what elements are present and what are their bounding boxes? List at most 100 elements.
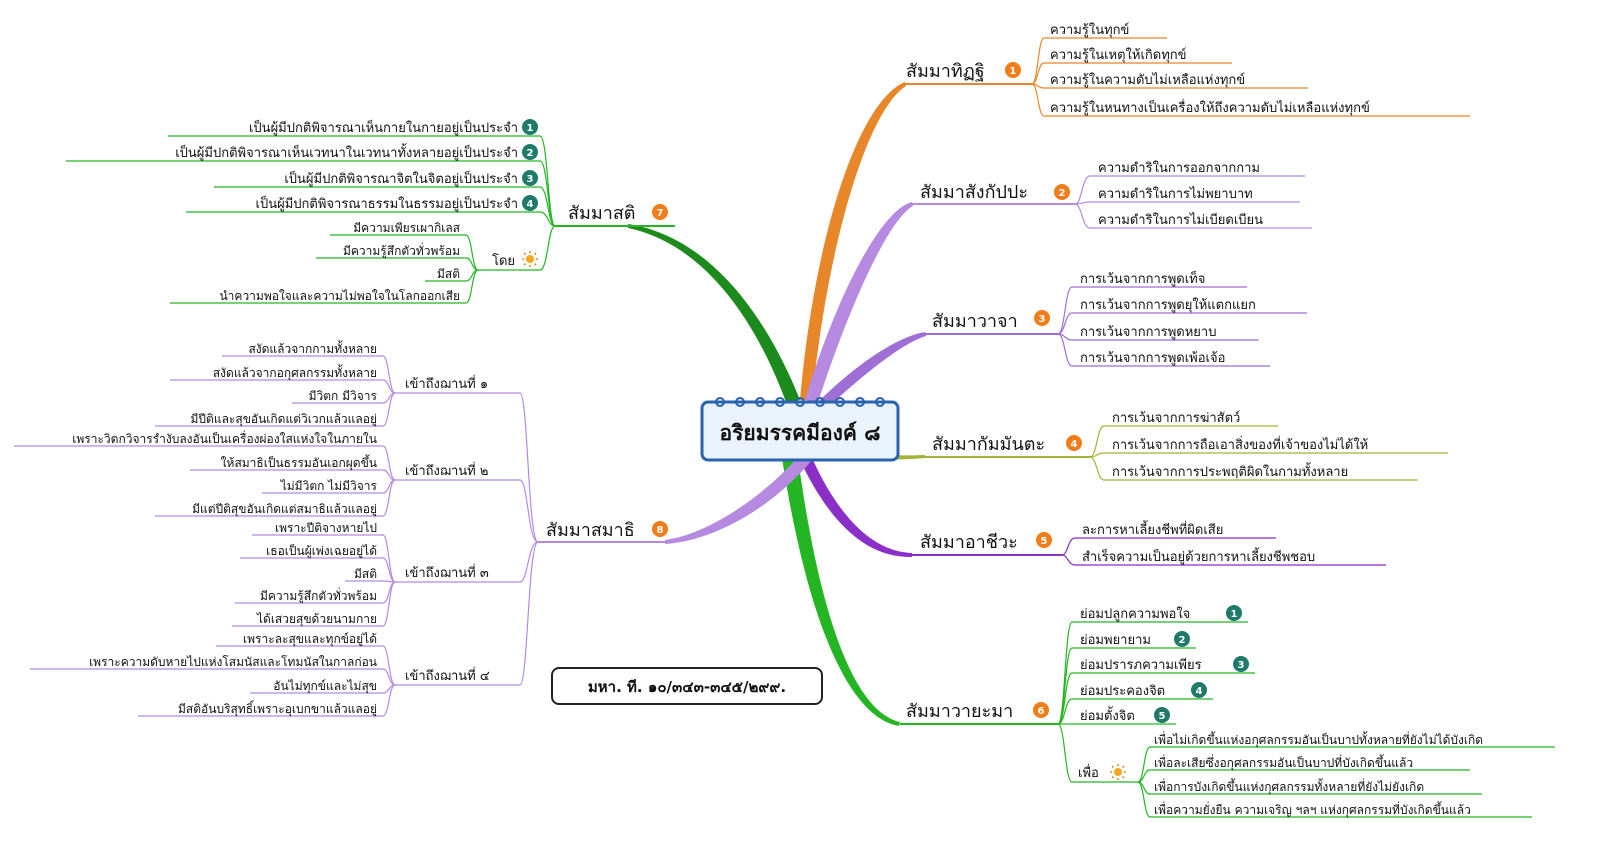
branch-b8-connector <box>665 455 812 544</box>
b6-leaf-1[interactable]: ย่อมพยายาม <box>1080 633 1151 648</box>
b6-leaf-2-badge-icon <box>1233 656 1249 672</box>
branch-b1-connector <box>800 82 906 400</box>
b3-leaf-1[interactable]: การเว้นจากการพูดยุให้แตกแยก <box>1080 297 1256 313</box>
b5-leaf-0[interactable]: ละการหาเลี้ยงชีพที่ผิดเสีย <box>1082 520 1223 538</box>
b1-leaf-0[interactable]: ความรู้ในทุกข์ <box>1050 22 1129 38</box>
b3-leaf-0[interactable]: การเว้นจากการพูดเท็จ <box>1080 269 1205 287</box>
b6-sub-leaf-3[interactable]: เพื่อความยั่งยืน ความเจริญ ฯลฯ แห่งกุศลก… <box>1154 801 1471 818</box>
b6-leaf-1-badge-icon <box>1174 631 1190 647</box>
branch-b1[interactable]: สัมมาทิฏฐิ 1 ความรู้ในทุกข์ ความรู้ในเหต… <box>905 22 1470 117</box>
b6-leaf-2[interactable]: ย่อมปรารภความเพียร <box>1080 657 1202 673</box>
b8-sub-2-leaf-3[interactable]: มีความรู้สึกตัวทั่วพร้อม <box>260 587 377 604</box>
badge-7-icon <box>652 204 668 220</box>
b4-leaf-1[interactable]: การเว้นจากการถือเอาสิ่งของที่เจ้าของไม่ไ… <box>1112 436 1368 453</box>
b6-leaf-3[interactable]: ย่อมประคองจิต <box>1080 684 1165 699</box>
b1-leaf-3[interactable]: ความรู้ในหนทางเป็นเครื่องให้ถึงความดับไม… <box>1050 98 1370 116</box>
badge-2-icon <box>1054 184 1070 200</box>
b3-leaf-2[interactable]: การเว้นจากการพูดหยาบ <box>1080 325 1216 340</box>
badge-1-icon <box>1005 62 1021 78</box>
b7-sub-leaf-0[interactable]: มีความเพียรเผากิเลส <box>353 221 460 235</box>
b8-sub-0-leaf-0[interactable]: สงัดแล้วจากกามทั้งหลาย <box>248 340 377 356</box>
b8-sub-3-leaf-1[interactable]: เพราะความดับหายไปแห่งโสมนัสและโทมนัสในกา… <box>89 655 377 669</box>
sun-icon <box>1110 764 1126 780</box>
b8-sub-1-leaf-3[interactable]: มีแต่ปีติสุขอันเกิดแต่สมาธิแล้วแลอยู่ <box>192 502 377 517</box>
branch-b3[interactable]: สัมมาวาจา 3 การเว้นจากการพูดเท็จ การเว้น… <box>925 269 1307 367</box>
b7-sub-label[interactable]: โดย <box>492 253 515 269</box>
branch-b7-connector <box>628 224 800 402</box>
branch-b1-label: สัมมาทิฏฐิ <box>906 61 985 82</box>
b6-leaf-4-num: 5 <box>1159 711 1166 722</box>
b7-sub-leaf-3[interactable]: นำความพอใจและความไม่พอใจในโลกออกเสีย <box>219 289 460 303</box>
b8-sub-2-label[interactable]: เข้าถึงฌานที่ ๓ <box>405 564 489 581</box>
b8-sub-3-leaf-3[interactable]: มีสติอันบริสุทธิ์เพราะอุเบกขาแล้วแลอยู่ <box>178 700 377 717</box>
b8-sub-0-label[interactable]: เข้าถึงฌานที่ ๑ <box>405 375 488 392</box>
branch-b2-num: 2 <box>1059 188 1066 199</box>
branch-b4[interactable]: สัมมากัมมันตะ 4 การเว้นจากการฆ่าสัตว์ กา… <box>925 410 1448 481</box>
branch-b2[interactable]: สัมมาสังกัปปะ 2 ความดำริในการออกจากกาม ค… <box>912 160 1312 229</box>
b6-leaf-4-badge-icon <box>1154 707 1170 723</box>
b3-leaf-3[interactable]: การเว้นจากการพูดเพ้อเจ้อ <box>1080 351 1225 366</box>
b7-leaf-2-badge-icon <box>522 170 538 186</box>
b6-leaf-1-num: 2 <box>1179 635 1186 646</box>
b7-leaf-1-num: 2 <box>527 148 534 159</box>
branch-b8[interactable]: สัมมาสมาธิ 8 เข้าถึงฌานที่ ๑ สงัดแล้วจาก… <box>14 340 668 717</box>
b8-sub-2-leaf-1[interactable]: เธอเป็นผู้เพ่งเฉยอยู่ได้ <box>266 543 377 559</box>
branch-b4-num: 4 <box>1071 439 1078 450</box>
b6-sub-leaf-2[interactable]: เพื่อการบังเกิดขึ้นแห่งกุศลกรรมทั้งหลายท… <box>1154 778 1424 795</box>
b8-sub-1-leaf-1[interactable]: ให้สมาธิเป็นธรรมอันเอกผุดขึ้น <box>221 454 377 471</box>
branch-b3-connector <box>815 332 926 410</box>
b6-leaf-4[interactable]: ย่อมตั้งจิต <box>1080 706 1135 724</box>
branch-b6-connector <box>782 458 900 726</box>
branch-b7[interactable]: สัมมาสติ 7 เป็นผู้มีปกติพิจารณาเห็นกายใน… <box>66 118 675 304</box>
b6-sub-leaf-0[interactable]: เพื่อไม่เกิดขึ้นแห่งอกุศลกรรมอันเป็นบาปท… <box>1154 731 1483 748</box>
b5-leaf-1[interactable]: สำเร็จความเป็นอยู่ด้วยการหาเลี้ยงชีพชอบ <box>1082 547 1315 565</box>
b6-leaf-3-badge-icon <box>1191 682 1207 698</box>
b7-leaf-3[interactable]: เป็นผู้มีปกติพิจารณาธรรมในธรรมอยู่เป็นปร… <box>256 194 518 212</box>
b8-sub-0-leaf-3[interactable]: มีปีติและสุขอันเกิดแต่วิเวกแล้วแลอยู่ <box>191 412 377 427</box>
b8-sub-2-leaf-0[interactable]: เพราะปีติจางหายไป <box>275 521 377 535</box>
b7-leaf-2[interactable]: เป็นผู้มีปกติพิจารณาจิตในจิตอยู่เป็นประจ… <box>284 169 518 187</box>
b6-sub-label[interactable]: เพื่อ <box>1078 764 1099 781</box>
b7-sub-leaf-2[interactable]: มีสติ <box>437 267 460 281</box>
branch-b5-label: สัมมาอาชีวะ <box>920 532 1018 553</box>
center-title: อริยมรรคมีองค์ ๘ <box>720 421 881 445</box>
b2-leaf-1[interactable]: ความดำริในการไม่พยาบาท <box>1098 186 1253 202</box>
badge-4-icon <box>1066 435 1082 451</box>
b6-leaf-0[interactable]: ย่อมปลูกความพอใจ <box>1080 606 1190 622</box>
branch-b6-num: 6 <box>1038 706 1045 717</box>
branch-b3-label: สัมมาวาจา <box>932 311 1018 332</box>
badge-8-icon <box>652 521 668 537</box>
b8-sub-2-leaf-4[interactable]: ได้เสวยสุขด้วยนามกาย <box>256 612 377 627</box>
branch-b7-num: 7 <box>657 208 664 219</box>
b4-leaf-2[interactable]: การเว้นจากการประพฤติผิดในกามทั้งหลาย <box>1112 462 1348 480</box>
b7-leaf-3-badge-icon <box>522 195 538 211</box>
b6-sub-leaf-1[interactable]: เพื่อละเสียซึ่งอกุศลกรรมอันเป็นบาปที่บัง… <box>1154 754 1413 771</box>
b7-sub-leaf-1[interactable]: มีความรู้สึกตัวทั่วพร้อม <box>343 242 460 259</box>
b8-sub-3-leaf-0[interactable]: เพราะละสุขและทุกข์อยู่ได้ <box>243 632 377 647</box>
b2-leaf-0[interactable]: ความดำริในการออกจากกาม <box>1098 160 1260 176</box>
b7-leaf-1[interactable]: เป็นผู้มีปกติพิจารณาเห็นเวทนาในเวทนาทั้ง… <box>175 143 518 161</box>
branch-b6[interactable]: สัมมาวายะมา 6 ย่อมปลูกความพอใจ ย่อมพยายา… <box>900 605 1555 818</box>
b1-leaf-1[interactable]: ความรู้ในเหตุให้เกิดทุกข์ <box>1050 47 1187 63</box>
b2-leaf-2[interactable]: ความดำริในการไม่เบียดเบียน <box>1098 212 1263 228</box>
branch-b5[interactable]: สัมมาอาชีวะ 5 ละการหาเลี้ยงชีพที่ผิดเสีย… <box>912 520 1386 566</box>
b8-sub-1-label[interactable]: เข้าถึงฌานที่ ๒ <box>405 462 488 479</box>
branch-b1-num: 1 <box>1010 66 1017 77</box>
b8-sub-1-leaf-0[interactable]: เพราะวิตกวิจารรำงับลงอันเป็นเครื่องผ่องใ… <box>72 430 377 446</box>
b8-sub-3-leaf-2[interactable]: อันไม่ทุกข์และไม่สุข <box>273 679 377 694</box>
b8-sub-1-leaf-2[interactable]: ไม่มีวิตก ไม่มีวิจาร <box>280 479 378 493</box>
b8-sub-0-leaf-1[interactable]: สงัดแล้วจากอกุศลกรรมทั้งหลาย <box>213 364 377 381</box>
branch-b3-num: 3 <box>1039 314 1046 325</box>
center-node[interactable]: อริยมรรคมีองค์ ๘ <box>700 397 900 462</box>
b6-leaf-0-num: 1 <box>1231 609 1238 620</box>
b1-leaf-2[interactable]: ความรู้ในความดับไม่เหลือแห่งทุกข์ <box>1050 72 1245 88</box>
b8-sub-2-leaf-2[interactable]: มีสติ <box>354 567 377 581</box>
b4-leaf-0[interactable]: การเว้นจากการฆ่าสัตว์ <box>1112 410 1240 426</box>
b7-leaf-0[interactable]: เป็นผู้มีปกติพิจารณาเห็นกายในกายอยู่เป็น… <box>249 118 518 136</box>
b8-sub-3-label[interactable]: เข้าถึงฌานที่ ๔ <box>405 667 490 684</box>
reference-text: มหา. ที. ๑๐/๓๔๓-๓๔๕/๒๙๙. <box>588 678 786 696</box>
b8-sub-0-leaf-2[interactable]: มีวิตก มีวิจาร <box>309 389 378 403</box>
branch-b2-label: สัมมาสังกัปปะ <box>920 182 1028 203</box>
b6-leaf-3-num: 4 <box>1196 686 1203 697</box>
